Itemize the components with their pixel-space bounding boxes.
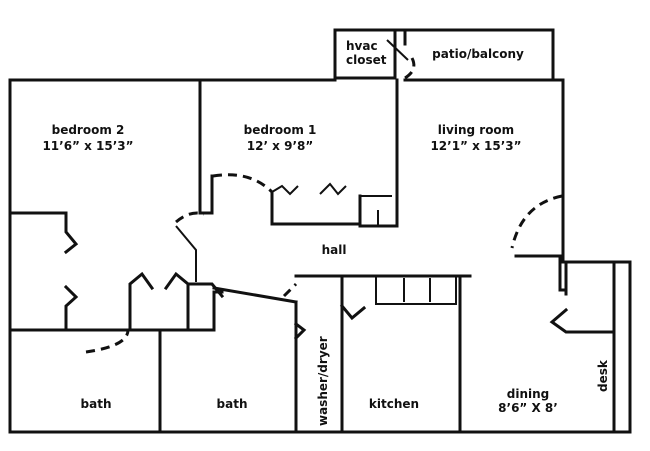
desk-label: desk	[596, 359, 610, 392]
kitchen-walls	[293, 254, 616, 434]
bedroom-walls	[198, 78, 399, 228]
hvac-label-2: closet	[346, 53, 387, 67]
kitchen-label: kitchen	[369, 397, 419, 411]
hvac-patio-walls	[333, 28, 555, 82]
dining-name: dining	[507, 387, 550, 401]
exterior-walls	[8, 28, 632, 434]
patio-label: patio/balcony	[432, 47, 524, 61]
living-room-name: living room	[438, 123, 514, 137]
bedroom1-name: bedroom 1	[244, 123, 317, 137]
left-walls	[8, 211, 298, 434]
hall-label: hall	[322, 243, 347, 257]
dining-dims: 8’6” X 8’	[498, 401, 558, 415]
living-room-dims: 12’1” x 15’3”	[430, 139, 521, 153]
bedroom1-dims: 12’ x 9’8”	[247, 139, 314, 153]
bedroom2-dims: 11’6” x 15’3”	[42, 139, 133, 153]
bath-right-label: bath	[217, 397, 248, 411]
bedroom2-name: bedroom 2	[52, 123, 125, 137]
room-labels: hvac closet patio/balcony bedroom 2 11’6…	[42, 39, 610, 426]
living-room-door	[510, 194, 563, 249]
bath-left-label: bath	[81, 397, 112, 411]
washer-dryer-label: washer/dryer	[316, 336, 330, 426]
hvac-label-1: hvac	[346, 39, 378, 53]
